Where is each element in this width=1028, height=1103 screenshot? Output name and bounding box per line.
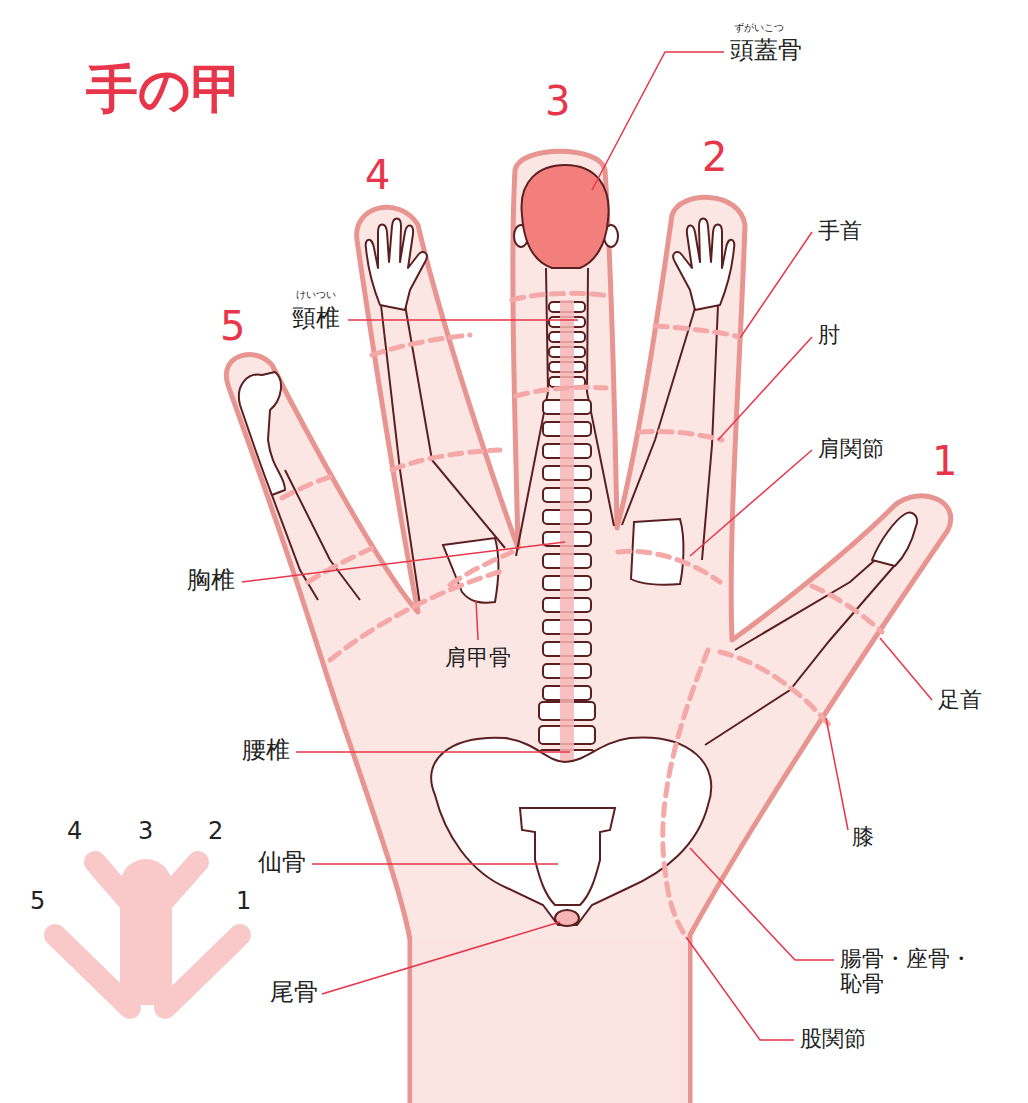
arm [622, 305, 696, 525]
key-number: 1 [236, 888, 251, 916]
key-number: 4 [67, 818, 82, 846]
part-label: 肘 [818, 322, 840, 347]
title: 手の甲 [86, 60, 243, 120]
finger-number: 5 [220, 303, 245, 349]
joint-marker [516, 387, 606, 396]
leg [270, 470, 895, 745]
part-label: 膝 [852, 824, 874, 849]
leg [270, 490, 318, 600]
arm [702, 305, 718, 560]
joint-marker [720, 652, 830, 726]
foot [239, 372, 285, 495]
key-figure [120, 859, 172, 1005]
joint-marker [308, 548, 372, 582]
skull [514, 165, 618, 268]
leader-line [826, 718, 848, 830]
part-label: 腰椎 [242, 737, 290, 765]
hand-figure [673, 219, 734, 311]
joint-marker [812, 586, 882, 632]
joint-marker [655, 326, 740, 337]
leader-line [476, 600, 478, 640]
joint-marker [282, 476, 332, 498]
leg [705, 565, 895, 745]
leader-line [312, 863, 558, 865]
part-label: 頸椎 [292, 305, 340, 333]
key-figure [55, 935, 130, 1008]
finger-number: 3 [545, 78, 570, 124]
finger-number: 4 [365, 152, 390, 198]
key-number: 2 [208, 818, 223, 846]
skull [522, 165, 609, 268]
scapula [443, 519, 683, 603]
leader-line [348, 319, 578, 321]
part-label: 腸骨・座骨・恥骨 [840, 946, 990, 997]
joint-marker [640, 431, 722, 440]
leader-line [296, 751, 570, 753]
leader-line [686, 937, 794, 1040]
key-figure [120, 903, 172, 1005]
joint-marker [663, 650, 708, 935]
leader-line [690, 848, 834, 960]
wrist [412, 940, 688, 1103]
pelvis [555, 910, 579, 926]
finger-number: 2 [702, 134, 727, 180]
torso-line [587, 268, 614, 526]
leader-line [690, 450, 812, 556]
finger-number: 1 [932, 438, 957, 484]
part-label: 手首 [818, 218, 862, 243]
leader-line [322, 922, 560, 994]
hand-figure [366, 219, 427, 311]
foot [239, 372, 917, 566]
joint-marker [618, 551, 720, 582]
key-figure [165, 935, 240, 1008]
spinal-cord [560, 300, 574, 815]
leader-line [740, 232, 812, 338]
leader-line [880, 638, 932, 700]
part-label: 頭蓋骨 [730, 37, 802, 65]
arm [381, 305, 718, 605]
leg [735, 560, 875, 650]
leader-line [242, 542, 565, 582]
spine [539, 300, 595, 815]
part-label: 尾骨 [270, 979, 318, 1007]
foot [872, 513, 917, 566]
leg [285, 470, 360, 600]
joint-marker [512, 293, 610, 300]
part-label: 肩甲骨 [445, 645, 511, 670]
pelvis [520, 808, 615, 905]
part-label: 胸椎 [187, 567, 235, 595]
part-label: 仙骨 [258, 849, 306, 877]
key-number: 3 [138, 818, 153, 846]
furigana: ずがいこつ [734, 22, 784, 34]
part-label: 足首 [938, 687, 982, 712]
part-label: 肩関節 [818, 436, 884, 461]
joint-marker [372, 335, 470, 355]
furigana: けいつい [296, 289, 336, 301]
joint-marker [282, 293, 882, 935]
leader-line [242, 52, 932, 1040]
joint-marker [392, 450, 500, 470]
key-number: 5 [30, 888, 45, 916]
leader-line [718, 337, 812, 440]
part-label: 股関節 [800, 1026, 866, 1051]
